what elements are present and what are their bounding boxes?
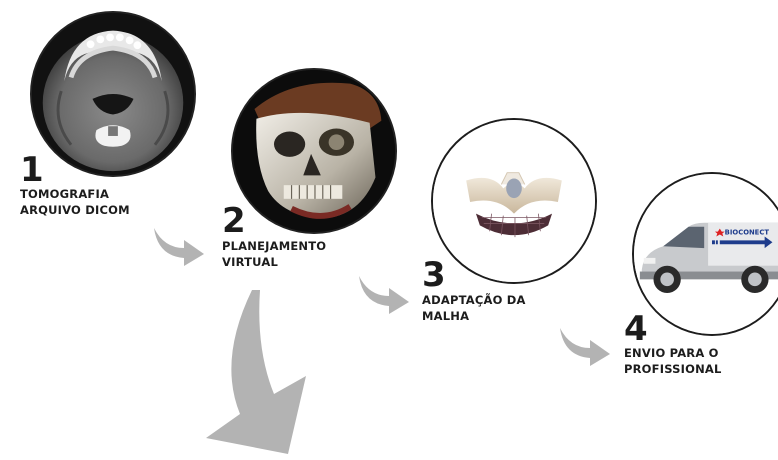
step-1-label-line2: ARQUIVO DICOM — [20, 203, 130, 217]
step-1-number: 1 — [20, 150, 44, 190]
star-icon — [714, 228, 725, 237]
arrow-3-to-4-icon — [560, 328, 610, 366]
step-1-image — [30, 11, 196, 177]
skull-3d-icon — [233, 70, 395, 232]
step-4-number: 4 — [624, 309, 648, 349]
step-3-label-line2: MALHA — [422, 309, 470, 323]
step-4-label-line1: ENVIO PARA O — [624, 346, 719, 360]
ct-scan-icon — [32, 13, 194, 175]
step-1-label: TOMOGRAFIA ARQUIVO DICOM — [20, 186, 130, 218]
arrow-2-to-3-icon — [359, 276, 409, 314]
logo-arrow-icon — [719, 236, 773, 249]
step-3-label-line1: ADAPTAÇÃO DA — [422, 293, 526, 307]
step-3-image — [431, 118, 597, 284]
step-3-label: ADAPTAÇÃO DA MALHA — [422, 292, 526, 324]
arrow-1-to-2-icon — [154, 228, 204, 266]
large-down-arrow-icon — [206, 290, 306, 454]
mesh-implant-icon — [433, 120, 595, 282]
step-4-label: ENVIO PARA O PROFISSIONAL — [624, 345, 722, 377]
step-4-label-line2: PROFISSIONAL — [624, 362, 722, 376]
step-2-label-line1: PLANEJAMENTO — [222, 239, 327, 253]
step-2-label: PLANEJAMENTO VIRTUAL — [222, 238, 326, 270]
delivery-van-icon: BIOCONECT — [634, 174, 778, 334]
step-4-image: BIOCONECT — [632, 172, 778, 336]
step-2-number: 2 — [222, 201, 246, 241]
step-1-label-line1: TOMOGRAFIA — [20, 187, 110, 201]
step-3-number: 3 — [422, 255, 446, 295]
step-2-image — [231, 68, 397, 234]
step-2-label-line2: VIRTUAL — [222, 255, 278, 269]
van-logo-text: BIOCONECT — [725, 229, 770, 237]
